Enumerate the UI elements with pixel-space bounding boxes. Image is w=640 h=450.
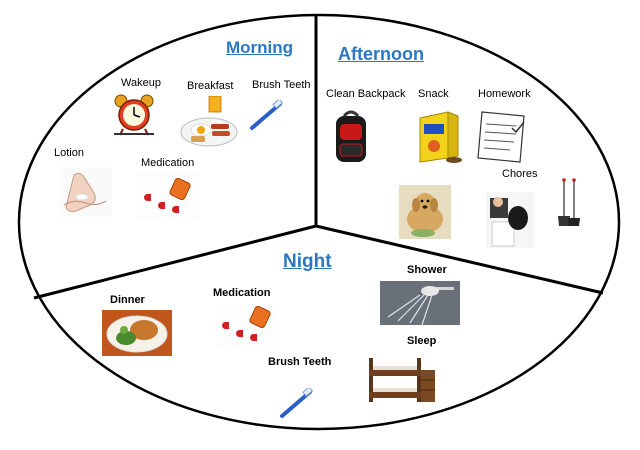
toothbrush-icon [250,100,284,130]
homework-paper-icon [476,108,530,164]
dog-icon [399,185,451,239]
shower-head-icon [380,281,460,325]
morning-title: Morning [226,38,294,57]
alarm-clock-icon [112,93,156,137]
shower-label: Shower [407,264,447,276]
morning-medication-label: Medication [141,157,195,169]
night-toothbrush-icon [280,388,314,418]
breakfast-label: Breakfast [187,80,234,92]
chores-person-icon [486,192,534,248]
chores-label: Chores [502,168,538,180]
night-title: Night [283,251,332,272]
lotion-hands-icon [60,167,112,217]
bunk-bed-icon [367,356,437,404]
night-pills-icon [216,304,278,348]
afternoon-title: Afternoon [338,44,424,64]
night-brush-teeth-label: Brush Teeth [268,356,332,368]
morning-pills-icon [136,174,200,218]
backpack-icon [332,110,370,166]
cereal-box-icon [418,110,464,164]
dinner-label: Dinner [110,294,145,306]
homework-label: Homework [478,88,531,100]
wakeup-label: Wakeup [121,77,161,89]
lotion-label: Lotion [54,147,84,159]
clean-backpack-label: Clean Backpack [326,88,406,100]
breakfast-plate-icon [179,96,239,148]
snack-label: Snack [418,88,449,100]
broom-dustpan-icon [557,178,581,228]
morning-brush-teeth-label: Brush Teeth [252,79,311,91]
night-medication-label: Medication [213,287,271,299]
sleep-label: Sleep [407,335,437,347]
dinner-plate-icon [102,310,172,356]
